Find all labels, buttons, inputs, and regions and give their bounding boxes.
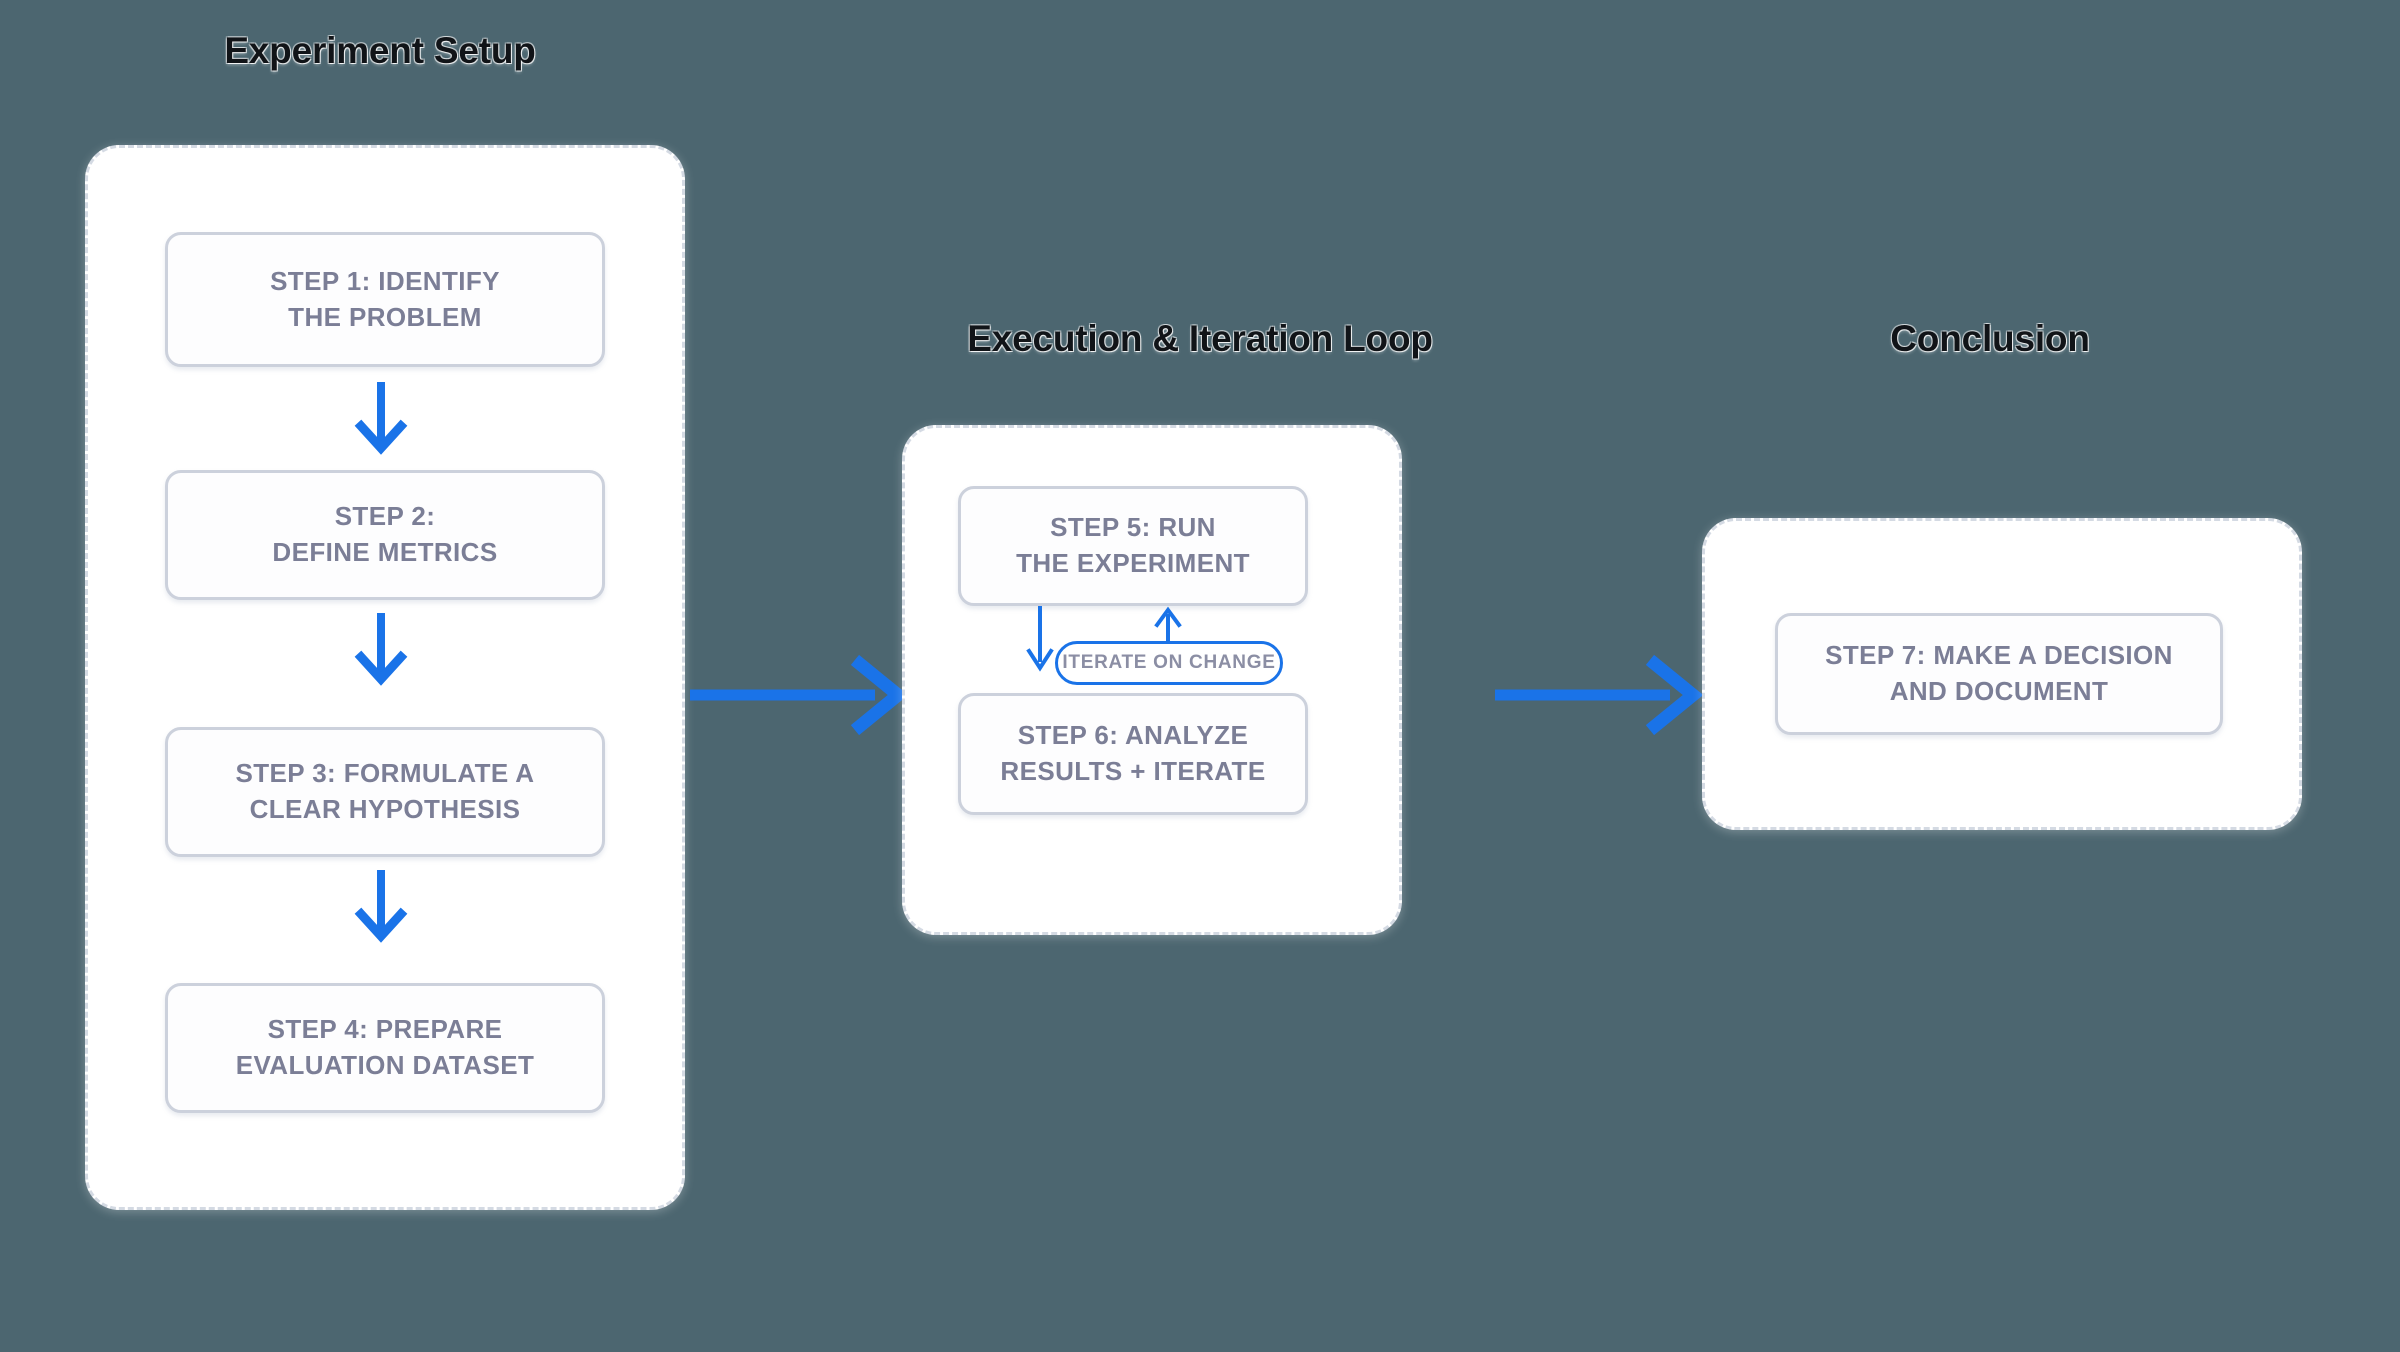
group-execution-iteration-loop: Execution & Iteration Loop STEP 5: RUN T… <box>880 0 1520 980</box>
step-card-5-label: STEP 5: RUN THE EXPERIMENT <box>1016 512 1250 578</box>
arrow-step1-to-step2 <box>354 382 408 455</box>
group-title-execution-loop: Execution & Iteration Loop <box>967 318 1433 359</box>
group-conclusion: Conclusion STEP 7: MAKE A DECISION AND D… <box>1690 0 2310 900</box>
step-card-7[interactable]: STEP 7: MAKE A DECISION AND DOCUMENT <box>1775 613 2223 735</box>
group-experiment-setup: Experiment Setup STEP 1: IDENTIFY THE PR… <box>0 0 700 1260</box>
step-card-6[interactable]: STEP 6: ANALYZE RESULTS + ITERATE <box>958 693 1308 815</box>
group-title-experiment-setup: Experiment Setup <box>224 30 536 71</box>
step-card-3-label: STEP 3: FORMULATE A CLEAR HYPOTHESIS <box>235 758 535 824</box>
connector-execution-to-conclusion <box>1495 654 1704 736</box>
step-card-5[interactable]: STEP 5: RUN THE EXPERIMENT <box>958 486 1308 606</box>
arrow-step3-to-step4 <box>354 870 408 943</box>
step-card-7-label: STEP 7: MAKE A DECISION AND DOCUMENT <box>1825 640 2173 706</box>
step-card-1-label: STEP 1: IDENTIFY THE PROBLEM <box>270 265 500 332</box>
group-title-conclusion: Conclusion <box>1890 318 2090 359</box>
step-card-2[interactable]: STEP 2: DEFINE METRICS <box>165 470 605 600</box>
step-card-4-label: STEP 4: PREPARE EVALUATION DATASET <box>235 1014 535 1080</box>
iterate-on-change-label: ITERATE ON CHANGE <box>1062 652 1276 673</box>
step-card-3[interactable]: STEP 3: FORMULATE A CLEAR HYPOTHESIS <box>165 727 605 857</box>
connector-setup-to-execution <box>690 654 909 736</box>
arrow-step2-to-step3 <box>354 613 408 686</box>
iterate-on-change-pill[interactable]: ITERATE ON CHANGE <box>1055 641 1283 685</box>
arrow-step5-to-step6 <box>1026 606 1054 672</box>
step-card-6-label: STEP 6: ANALYZE RESULTS + ITERATE <box>1000 720 1266 786</box>
step-card-2-label: STEP 2: DEFINE METRICS <box>272 501 498 567</box>
step-card-1[interactable]: STEP 1: IDENTIFY THE PROBLEM <box>165 232 605 367</box>
step-card-4[interactable]: STEP 4: PREPARE EVALUATION DATASET <box>165 983 605 1113</box>
